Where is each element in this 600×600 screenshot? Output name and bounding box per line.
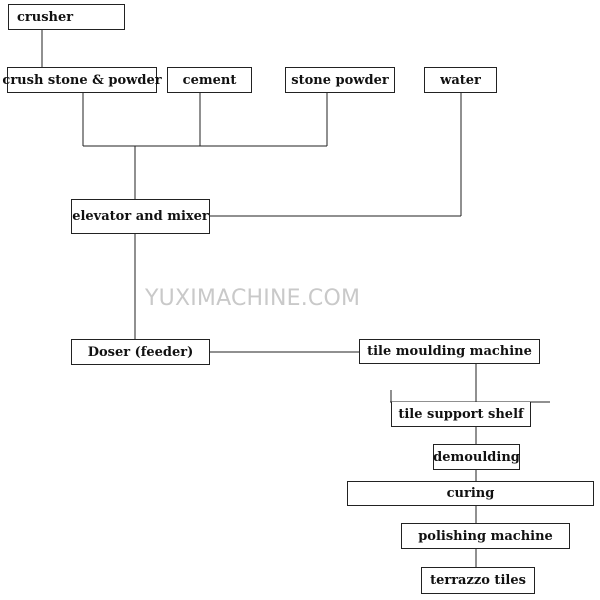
node-doser: Doser (feeder) (71, 339, 210, 365)
node-crush-stone-powder: crush stone & powder (2, 67, 162, 93)
node-water-label: water (440, 72, 481, 88)
node-tile-moulding: tile moulding machine (359, 339, 540, 364)
node-curing: curing (347, 481, 594, 506)
node-tile-moulding-label: tile moulding machine (367, 344, 532, 359)
node-terrazzo-tiles: terrazzo tiles (421, 567, 535, 594)
watermark-text: YUXIMACHINE.COM (145, 286, 361, 311)
node-cement: cement (167, 67, 252, 93)
node-polishing: polishing machine (401, 523, 570, 549)
node-terrazzo-tiles-label: terrazzo tiles (430, 573, 526, 588)
node-crusher: crusher (8, 4, 125, 30)
node-stone-powder-label: stone powder (291, 72, 389, 88)
node-cement-label: cement (182, 72, 237, 88)
node-elevator-mixer-label: elevator and mixer (72, 209, 209, 224)
node-tile-support-shelf: tile support shelf (391, 402, 531, 427)
node-curing-label: curing (446, 486, 495, 501)
node-doser-label: Doser (feeder) (87, 344, 194, 360)
node-demoulding: demoulding (433, 444, 520, 470)
node-stone-powder: stone powder (285, 67, 395, 93)
node-demoulding-label: demoulding (433, 449, 520, 465)
node-water: water (424, 67, 497, 93)
node-crush-stone-powder-label: crush stone & powder (2, 72, 162, 88)
node-tile-support-shelf-label: tile support shelf (398, 406, 524, 422)
node-crusher-label: crusher (17, 9, 74, 25)
node-elevator-mixer: elevator and mixer (71, 199, 210, 234)
node-polishing-label: polishing machine (418, 528, 553, 544)
